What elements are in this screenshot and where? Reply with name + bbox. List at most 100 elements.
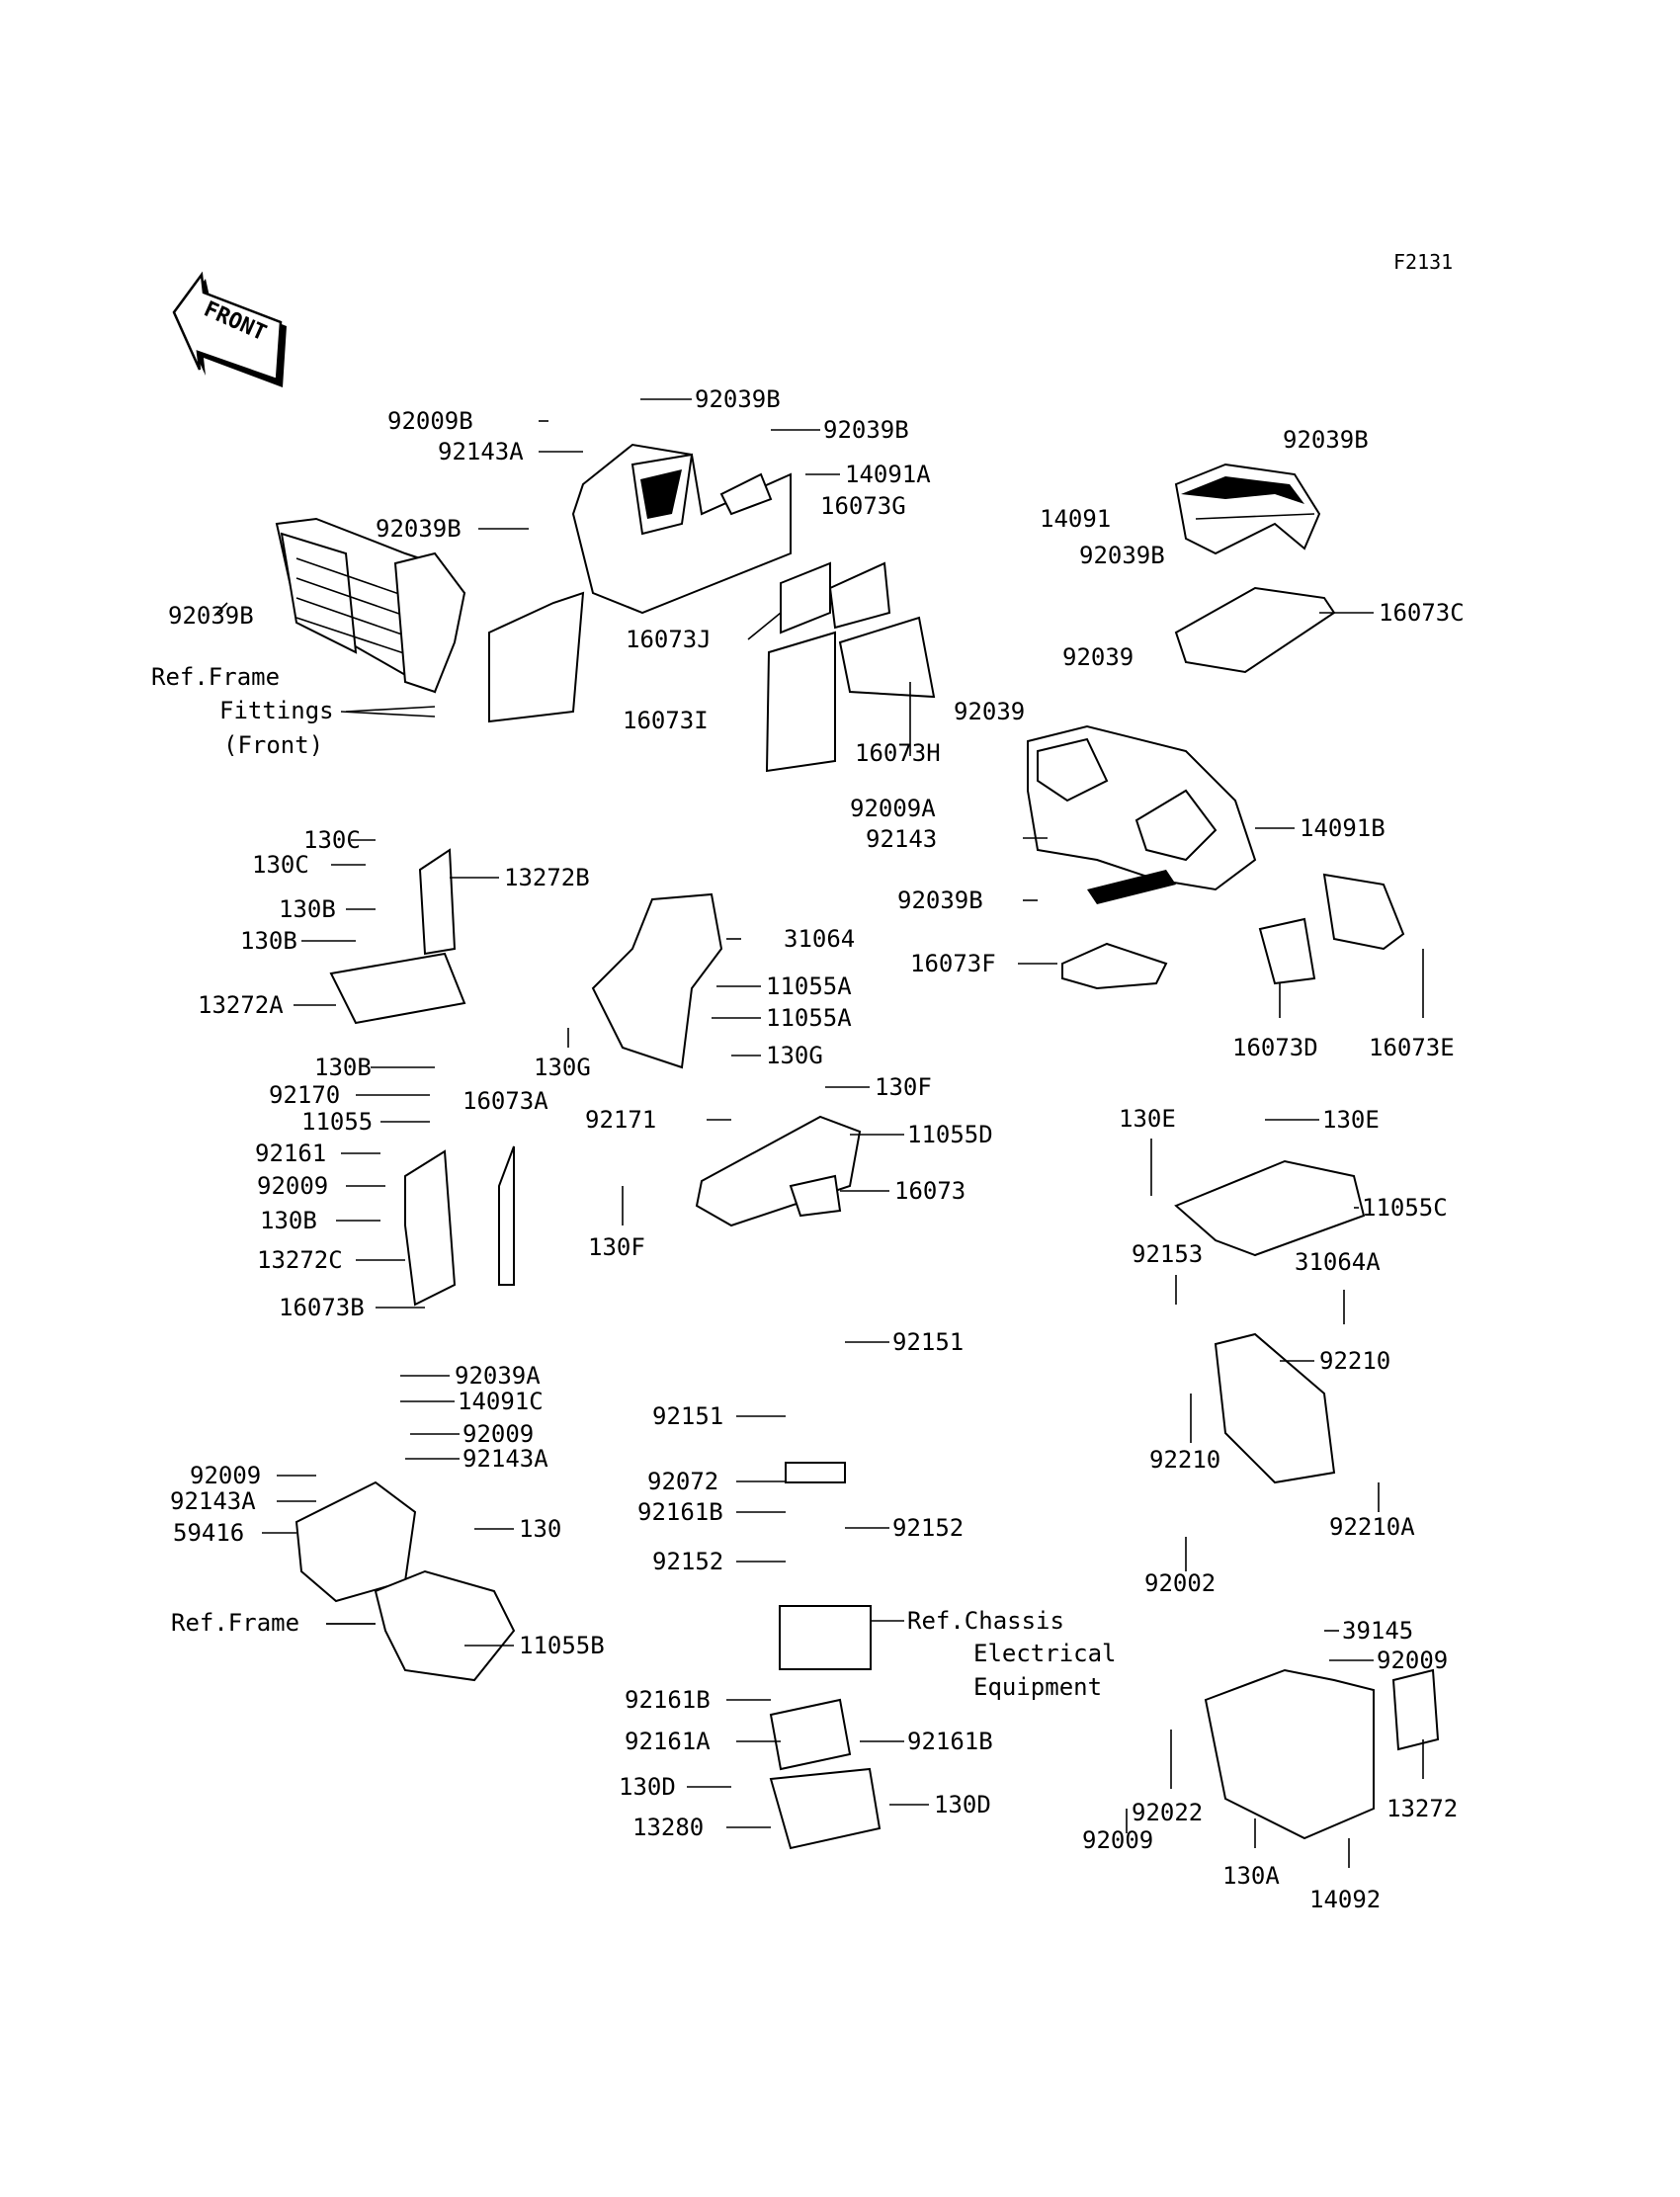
ref-frame-fittings-line2: Fittings	[219, 697, 334, 724]
part-label: 92161B	[625, 1686, 711, 1714]
part-label: 16073	[894, 1177, 966, 1205]
part-label: 92161B	[907, 1728, 993, 1755]
part-label: 92151	[652, 1402, 723, 1430]
part-label: 16073E	[1369, 1034, 1455, 1061]
part-labels: 92039B 92009B 92039B 92143A 14091A 16073…	[168, 385, 1465, 1913]
part-label: 16073F	[910, 950, 996, 977]
part-label: 92152	[892, 1514, 964, 1542]
part-label: 130G	[534, 1054, 591, 1081]
part-label: 92039B	[376, 515, 462, 543]
part-label: 130D	[619, 1773, 676, 1801]
part-label: 130B	[260, 1207, 317, 1234]
part-label: 16073H	[855, 739, 941, 767]
reference-notes: Ref.Frame Fittings (Front) Ref.Frame Ref…	[151, 663, 1117, 1701]
part-label: 92009	[1082, 1826, 1153, 1854]
part-label: 130C	[303, 826, 361, 854]
part-label: 92009	[1377, 1647, 1448, 1674]
part-label: 14091	[1040, 505, 1111, 533]
part-label: 16073A	[462, 1087, 548, 1115]
part-label: 11055A	[766, 972, 852, 1000]
part-label: 16073D	[1232, 1034, 1318, 1061]
part-label: 92039A	[455, 1362, 541, 1390]
figure-code: F2131	[1393, 250, 1453, 274]
part-label: 13272	[1386, 1795, 1458, 1822]
part-label: 92009B	[387, 407, 473, 435]
part-label: 14092	[1309, 1886, 1381, 1913]
part-label: 130B	[314, 1054, 372, 1081]
part-label: 92072	[647, 1468, 718, 1495]
part-label: 59416	[173, 1519, 244, 1547]
part-label: 11055D	[907, 1121, 993, 1148]
part-label: 92161A	[625, 1728, 711, 1755]
part-label: 92153	[1132, 1240, 1203, 1268]
part-label: 16073C	[1379, 599, 1465, 627]
ref-chassis-line1: Ref.Chassis	[907, 1607, 1064, 1635]
part-label: 92002	[1144, 1569, 1216, 1597]
part-label: 130C	[252, 851, 309, 879]
part-label: 92039	[954, 698, 1025, 725]
part-label: 92143A	[438, 438, 524, 465]
part-label: 92009	[257, 1172, 328, 1200]
part-label: 11055	[301, 1108, 373, 1136]
part-label: 130D	[934, 1791, 991, 1818]
part-label: 92151	[892, 1328, 964, 1356]
part-label: 13272A	[198, 991, 284, 1019]
part-label: 92009	[190, 1462, 261, 1489]
part-label: 92143	[866, 825, 937, 853]
leader-lines	[213, 398, 1424, 1868]
part-label: 130	[519, 1515, 561, 1543]
part-label: 92039B	[695, 385, 781, 413]
part-label: 130E	[1322, 1106, 1380, 1134]
front-arrow-icon: FRONT	[172, 271, 287, 387]
part-label: 16073I	[623, 707, 709, 734]
part-label: 92039B	[823, 416, 909, 444]
part-label: 92171	[585, 1106, 656, 1134]
part-label: 92152	[652, 1548, 723, 1575]
part-label: 130E	[1119, 1105, 1176, 1133]
part-label: 14091C	[458, 1388, 544, 1415]
part-label: 13280	[632, 1814, 704, 1841]
part-label: 39145	[1342, 1617, 1413, 1645]
part-label: 13272C	[257, 1246, 343, 1274]
part-label: 92039B	[168, 602, 254, 630]
ref-frame-line1: Ref.Frame	[171, 1609, 299, 1637]
part-label: 92210	[1149, 1446, 1220, 1474]
part-label: 92161	[255, 1140, 326, 1167]
part-label: 14091A	[845, 461, 931, 488]
part-label: 130F	[588, 1233, 645, 1261]
part-label: 31064	[784, 925, 855, 953]
part-label: 92039	[1062, 643, 1134, 671]
part-label: 31064A	[1295, 1248, 1381, 1276]
ref-frame-fittings-line1: Ref.Frame	[151, 663, 280, 691]
part-label: 11055A	[766, 1004, 852, 1032]
part-label: 92039B	[1283, 426, 1369, 454]
part-label: 130B	[279, 895, 336, 923]
part-label: 14091B	[1300, 814, 1386, 842]
part-label: 11055C	[1362, 1194, 1448, 1222]
part-label: 92170	[269, 1081, 340, 1109]
part-label: 16073B	[279, 1294, 365, 1321]
part-label: 92143A	[170, 1487, 256, 1515]
part-label: 130F	[875, 1073, 932, 1101]
part-label: 130A	[1222, 1862, 1280, 1890]
ref-chassis-line3: Equipment	[973, 1673, 1102, 1701]
part-label: 92143A	[462, 1445, 548, 1473]
part-label: 92009	[462, 1420, 534, 1448]
ref-chassis-line2: Electrical	[973, 1640, 1117, 1667]
part-label: 92210	[1319, 1347, 1390, 1375]
part-label: 16073G	[820, 492, 906, 520]
part-label: 92210A	[1329, 1513, 1415, 1541]
ref-frame-fittings-line3: (Front)	[223, 731, 323, 759]
part-label: 92161B	[637, 1498, 723, 1526]
part-label: 13272B	[504, 864, 590, 891]
part-label: 92039B	[1079, 542, 1165, 569]
part-label: 130B	[240, 927, 297, 955]
part-shapes	[275, 443, 1440, 1850]
part-label: 92009A	[850, 795, 936, 822]
part-label: 92039B	[897, 887, 983, 914]
part-label: 16073J	[626, 626, 712, 653]
part-label: 11055B	[519, 1632, 605, 1659]
part-label: 130G	[766, 1042, 823, 1069]
part-label: 92022	[1132, 1799, 1203, 1826]
